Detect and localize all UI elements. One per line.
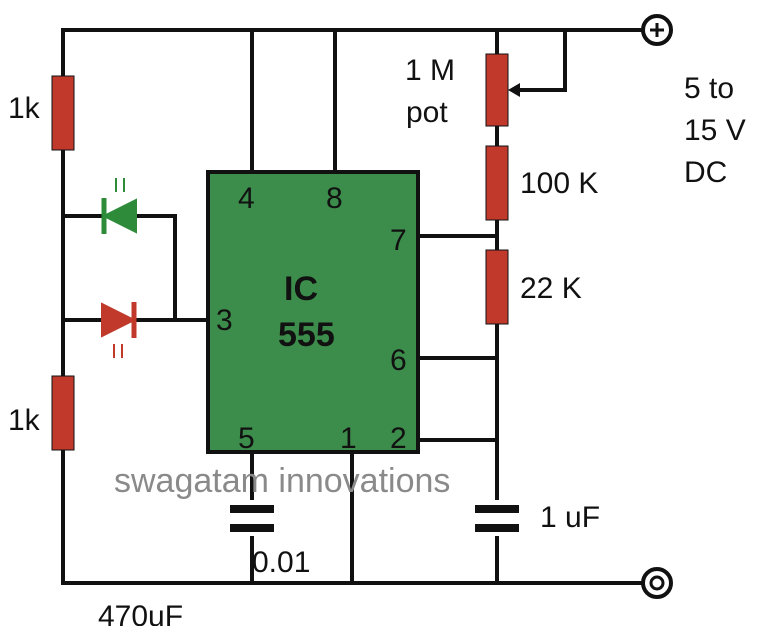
resistor-100k [485,145,509,221]
ground-terminal-icon [641,567,673,599]
pin-2-label: 2 [390,422,407,455]
pot-wiper-arrow-icon [508,83,520,97]
ic-label-line2: 555 [278,316,335,354]
pin-7-label: 7 [390,224,407,257]
red-led-icon [101,302,137,358]
green-led-icon [101,178,137,234]
resistor-bottom-left-label: 1k [8,404,41,437]
capacitor-control-label: 0.01 [252,546,310,579]
pin-6-label: 6 [390,344,407,377]
resistors [51,53,509,451]
pot-label-line1: 1 M [405,54,455,87]
resistor-100k-label: 100 K [520,167,598,200]
capacitor-control [230,500,274,536]
capacitor-timing [475,500,519,536]
resistor-top-left [51,75,75,151]
resistor-22k [485,249,509,325]
pot-label-line2: pot [406,96,448,129]
plus-terminal-icon [641,14,673,46]
pin-4-label: 4 [238,182,255,215]
supply-label-line2: 15 V [684,114,746,147]
ic-label-line1: IC [284,270,318,308]
supply-label-line1: 5 to [684,72,734,105]
watermark: swagatam innovations [114,462,450,500]
pin-5-label: 5 [238,422,255,455]
supply-label-line3: DC [684,156,727,189]
pin-8-label: 8 [326,182,343,215]
resistor-22k-label: 22 K [520,272,582,305]
ic-555-body [206,170,420,454]
capacitor-bottom-label: 470uF [98,600,183,626]
potentiometer-1m [485,53,509,127]
pin-3-label: 3 [216,304,233,337]
pin-1-label: 1 [340,422,357,455]
resistor-top-left-label: 1k [8,92,41,125]
resistor-bottom-left [51,375,75,451]
capacitor-timing-label: 1 uF [540,501,600,534]
